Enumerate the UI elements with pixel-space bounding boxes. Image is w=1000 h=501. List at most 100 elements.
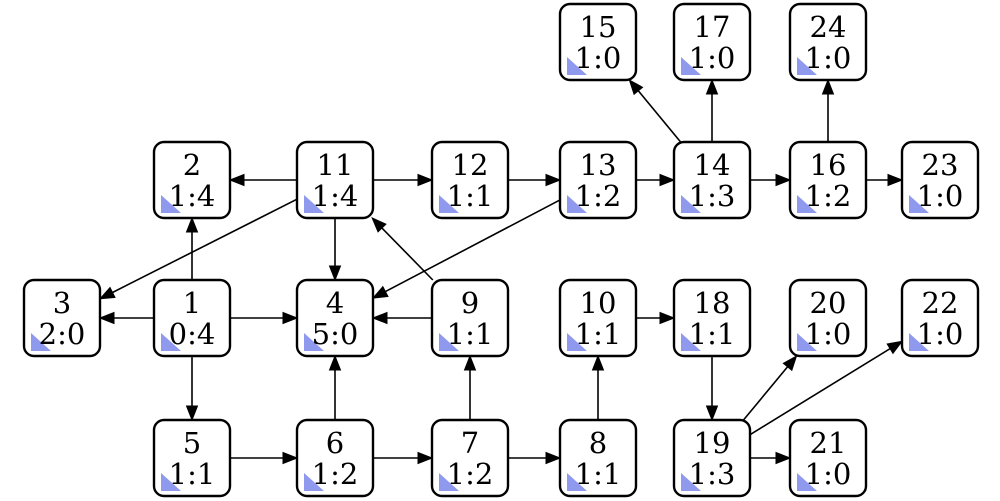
- arrowhead-icon: [371, 311, 388, 325]
- node-id-label: 24: [810, 10, 847, 44]
- arrowhead-icon: [705, 78, 719, 95]
- arrowhead-icon: [328, 265, 342, 282]
- corner-marker-icon: [681, 473, 701, 491]
- corner-marker-icon: [567, 57, 587, 75]
- graph-node-2: 21:4: [152, 140, 232, 220]
- node-value-label: 1:1: [575, 457, 622, 491]
- edge-5-to-6: [230, 451, 299, 465]
- edge-16-to-23: [866, 173, 904, 187]
- node-id-label: 8: [589, 426, 607, 460]
- graph-node-24: 241:0: [788, 2, 868, 82]
- node-box: [152, 140, 232, 220]
- node-id-label: 10: [580, 286, 617, 320]
- node-value-label: 1:2: [805, 179, 852, 213]
- edge-line: [637, 90, 682, 143]
- corner-marker-icon: [567, 333, 587, 351]
- arrowhead-icon: [371, 285, 389, 299]
- node-box: [295, 278, 375, 358]
- graph-node-15: 151:0: [558, 2, 638, 82]
- graph-node-4: 45:0: [295, 278, 375, 358]
- node-box: [900, 278, 980, 358]
- node-id-label: 4: [326, 286, 344, 320]
- edge-18-to-19: [705, 356, 719, 422]
- node-value-label: 1:1: [447, 179, 494, 213]
- node-box: [152, 278, 232, 358]
- node-box: [788, 278, 868, 358]
- arrowhead-icon: [417, 173, 434, 187]
- node-value-label: 1:1: [575, 317, 622, 351]
- arrowhead-icon: [775, 451, 792, 465]
- graph-node-14: 141:3: [672, 140, 752, 220]
- graph-node-22: 221:0: [900, 278, 980, 358]
- node-box: [558, 278, 638, 358]
- arrowhead-icon: [417, 451, 434, 465]
- node-value-label: 5:0: [312, 317, 359, 351]
- corner-marker-icon: [304, 473, 324, 491]
- arrowhead-icon: [98, 286, 116, 300]
- corner-marker-icon: [681, 195, 701, 213]
- graph-node-11: 111:4: [295, 140, 375, 220]
- node-value-label: 1:4: [169, 179, 216, 213]
- node-value-label: 1:0: [575, 41, 622, 75]
- node-id-label: 7: [461, 426, 479, 460]
- edge-14-to-17: [705, 78, 719, 142]
- arrowhead-icon: [886, 340, 904, 355]
- edge-7-to-9: [463, 354, 477, 420]
- graph-node-17: 171:0: [672, 2, 752, 82]
- node-id-label: 2: [183, 148, 201, 182]
- graph-node-20: 201:0: [788, 278, 868, 358]
- node-id-label: 16: [810, 148, 847, 182]
- corner-marker-icon: [797, 57, 817, 75]
- corner-marker-icon: [161, 473, 181, 491]
- corner-marker-icon: [567, 195, 587, 213]
- node-box: [672, 140, 752, 220]
- edge-line: [112, 198, 298, 294]
- node-box: [152, 418, 232, 498]
- node-box: [788, 140, 868, 220]
- node-value-label: 1:1: [169, 457, 216, 491]
- node-value-label: 1:2: [575, 179, 622, 213]
- node-id-label: 1: [183, 286, 201, 320]
- corner-marker-icon: [797, 195, 817, 213]
- edge-1-to-4: [230, 311, 299, 325]
- node-value-label: 1:0: [805, 457, 852, 491]
- node-box: [295, 140, 375, 220]
- node-value-label: 1:3: [689, 179, 736, 213]
- node-value-label: 1:1: [447, 317, 494, 351]
- edge-11-to-2: [228, 173, 297, 187]
- edge-11-to-12: [373, 173, 434, 187]
- arrowhead-icon: [228, 173, 245, 187]
- corner-marker-icon: [909, 333, 929, 351]
- corner-marker-icon: [439, 333, 459, 351]
- node-id-label: 22: [922, 286, 959, 320]
- edge-13-to-14: [636, 173, 676, 187]
- node-value-label: 1:0: [805, 317, 852, 351]
- edge-10-to-18: [636, 311, 676, 325]
- node-box: [672, 278, 752, 358]
- node-box: [558, 418, 638, 498]
- graph-node-16: 161:2: [788, 140, 868, 220]
- nodes-layer: 10:421:432:045:051:161:271:281:191:1101:…: [22, 2, 980, 498]
- node-box: [22, 278, 102, 358]
- graph-node-7: 71:2: [430, 418, 510, 498]
- arrowhead-icon: [328, 354, 342, 371]
- node-value-label: 0:4: [169, 317, 216, 351]
- node-value-label: 1:1: [689, 317, 736, 351]
- graph-node-3: 32:0: [22, 278, 102, 358]
- edge-line: [742, 366, 789, 421]
- arrowhead-icon: [545, 451, 562, 465]
- arrowhead-icon: [282, 311, 299, 325]
- edge-9-to-4: [371, 311, 432, 325]
- node-id-label: 13: [580, 148, 617, 182]
- arrowhead-icon: [659, 173, 676, 187]
- edge-line: [385, 199, 561, 293]
- node-value-label: 1:0: [917, 179, 964, 213]
- node-box: [900, 140, 980, 220]
- edge-16-to-24: [821, 78, 835, 142]
- node-box: [788, 418, 868, 498]
- edge-8-to-10: [591, 354, 605, 420]
- edge-19-to-21: [750, 451, 792, 465]
- arrowhead-icon: [591, 354, 605, 371]
- arrowhead-icon: [775, 173, 792, 187]
